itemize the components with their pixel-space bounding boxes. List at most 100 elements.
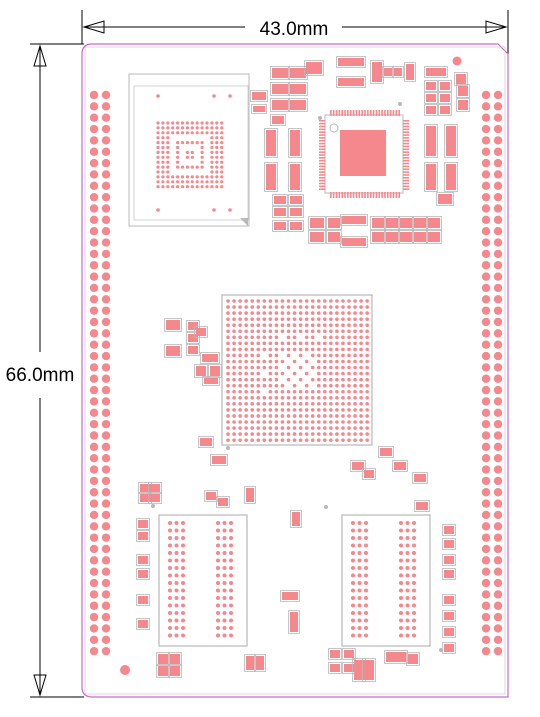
bga-ball — [161, 175, 165, 179]
component-outline — [270, 82, 290, 96]
memory-ball — [222, 543, 227, 548]
bga-ball — [156, 170, 160, 174]
header-pin — [101, 113, 111, 122]
memory-ball — [174, 588, 179, 593]
component-outline — [424, 124, 438, 158]
bga-ball — [329, 426, 333, 430]
header-pin — [101, 476, 111, 486]
height-dimension — [30, 43, 84, 698]
bga-ball — [359, 311, 363, 315]
bga-ball — [298, 347, 303, 352]
bga-ball — [250, 353, 254, 358]
bga-ball — [226, 414, 230, 418]
fiducial-small-4 — [324, 505, 328, 509]
memory-ball — [405, 626, 410, 630]
memory-ball — [174, 603, 179, 608]
bga-ball — [323, 371, 327, 376]
header-pin — [101, 317, 111, 327]
component-pad — [310, 218, 324, 228]
bga-ball — [359, 408, 363, 412]
bga-ball — [176, 145, 180, 150]
qfp-pin — [352, 110, 355, 116]
memory-ball — [229, 536, 233, 540]
bga-ball — [347, 414, 351, 418]
component-pad — [386, 652, 406, 662]
memory-ball — [174, 618, 179, 623]
component-pad — [444, 628, 454, 636]
memory-ball — [351, 596, 355, 600]
memory-ball — [216, 581, 220, 585]
bga-ball — [156, 136, 160, 140]
bga-ball — [335, 347, 339, 352]
memory-ball — [222, 588, 227, 593]
bga-ball — [304, 311, 309, 315]
bga-ball — [250, 383, 254, 388]
memory-ball — [168, 543, 172, 548]
header-pin — [89, 181, 99, 190]
bga-ball — [176, 180, 180, 184]
bga-ball — [268, 329, 273, 334]
component-pad — [458, 100, 468, 110]
bga-ball — [274, 402, 279, 406]
bga-ball — [274, 383, 279, 388]
memory-ball — [229, 633, 233, 638]
bga-ball — [329, 359, 333, 364]
bga-ball — [329, 323, 333, 328]
bga-ball — [232, 347, 236, 352]
qfp-pin — [395, 192, 398, 198]
height-label: 66.0mm — [6, 365, 75, 386]
bga-ball — [238, 323, 242, 328]
header-pin — [481, 295, 491, 304]
bga-ball — [335, 341, 339, 346]
header-pin — [89, 442, 99, 452]
header-pin — [493, 635, 503, 644]
memory-ball — [222, 536, 227, 540]
bga-ball — [250, 365, 254, 370]
component-pad — [158, 654, 168, 664]
bga-ball — [304, 347, 309, 352]
bga-ball — [244, 365, 248, 370]
qfp-pin — [403, 174, 409, 176]
header-pin — [101, 170, 111, 179]
header-pin — [89, 612, 99, 622]
qfp-pin — [403, 120, 409, 122]
bga-ball — [232, 317, 236, 321]
bga-ball — [286, 402, 291, 406]
qfp-pin — [358, 110, 361, 116]
bga-ball — [304, 335, 309, 340]
bga-ball — [359, 347, 363, 352]
bga-ball — [256, 426, 261, 430]
bga-ball — [292, 432, 297, 436]
bga-ball — [292, 414, 297, 418]
header-pin — [89, 419, 99, 429]
bga-ball — [353, 353, 357, 358]
component-pad — [446, 126, 456, 156]
bga-ball — [238, 377, 242, 382]
bga-ball — [286, 389, 291, 394]
header-pin — [101, 544, 111, 554]
header-pin — [481, 476, 491, 486]
memory-ball — [181, 521, 185, 525]
memory-ball — [168, 528, 172, 533]
memory-ball — [181, 603, 185, 608]
bga-ball — [274, 353, 279, 358]
header-pin — [481, 522, 491, 531]
bga-ball — [353, 389, 357, 394]
bga-ball — [316, 377, 321, 382]
header-pin — [481, 374, 491, 383]
bga-ball — [310, 299, 315, 303]
component-outline — [288, 128, 302, 158]
bga-ball — [244, 420, 248, 424]
component-outline — [424, 66, 448, 78]
bga-ball — [226, 408, 230, 412]
header-pin — [493, 181, 503, 190]
memory-ball — [357, 528, 362, 533]
qfp-pin — [364, 192, 366, 198]
bga-ball — [250, 408, 254, 412]
memory-ball — [357, 521, 362, 525]
memory-ball — [181, 596, 185, 600]
memory-ball — [181, 618, 185, 623]
memory-ball — [216, 588, 220, 593]
bga-ball — [365, 396, 369, 400]
bga-ball — [304, 317, 309, 321]
